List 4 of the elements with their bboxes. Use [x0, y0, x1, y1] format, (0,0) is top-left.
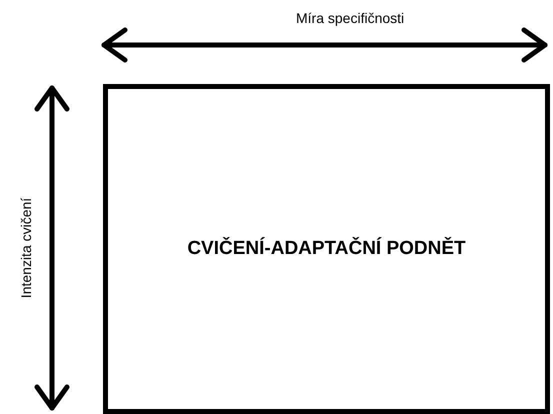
box-title: CVIČENÍ-ADAPTAČNÍ PODNĚT: [187, 238, 466, 260]
axis-label: Míra specifičnosti: [296, 10, 404, 26]
stimulus-box: [103, 84, 550, 414]
axis-label: Intenzita cvičení: [18, 198, 34, 298]
